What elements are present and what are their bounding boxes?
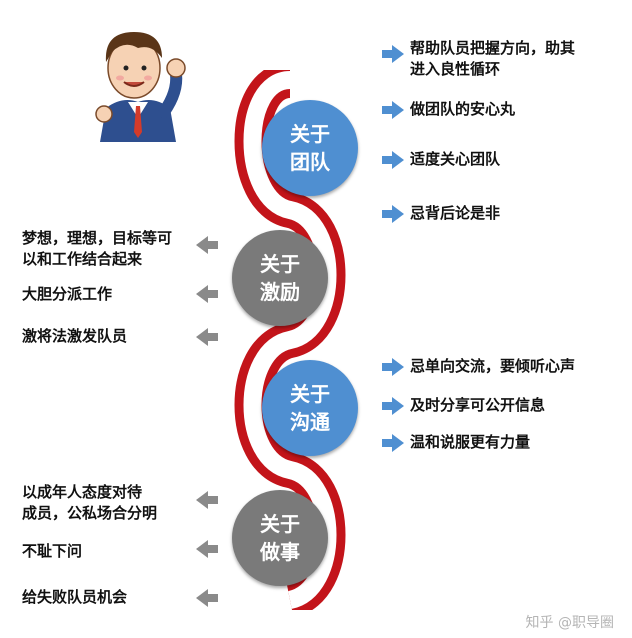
communication-item: 温和说服更有力量 [410,433,531,451]
work-item: 以成年人态度对待 成员，公私场合分明 [22,482,157,524]
team-item: 做团队的安心丸 [410,100,516,118]
arrow-left-icon [196,236,218,254]
section-title-line1: 关于 [260,252,300,276]
item-line: 以成年人态度对待 [22,483,143,501]
motivation-item: 大胆分派工作 [22,285,113,303]
item-line: 梦想，理想，目标等可 [22,229,173,247]
arrow-right-icon [382,151,404,169]
cartoon-businessman-icon [95,32,186,142]
section-work-circle: 关于 做事 [232,490,328,586]
arrow-right-icon [382,434,404,452]
item-line: 进入良性循环 [410,60,501,78]
team-item: 忌背后论是非 [410,204,501,222]
arrow-right-icon [382,45,404,63]
arrow-right-icon [382,205,404,223]
red-spine [234,70,346,610]
section-title-line2: 做事 [260,540,300,564]
section-title-line1: 关于 [260,512,300,536]
arrow-right-icon [382,358,404,376]
section-title-line1: 关于 [290,382,330,406]
arrow-left-icon [196,285,218,303]
arrow-left-icon [196,589,218,607]
section-communication-circle: 关于 沟通 [262,360,358,456]
team-item: 帮助队员把握方向，助其 进入良性循环 [410,38,575,80]
motivation-item: 激将法激发队员 [22,327,128,345]
section-title-line2: 沟通 [290,410,330,434]
arrow-right-icon [382,101,404,119]
item-line: 成员，公私场合分明 [22,504,158,522]
arrow-left-icon [196,328,218,346]
item-line: 帮助队员把握方向，助其 [410,39,576,57]
watermark: 知乎 @职导圈 [525,615,614,631]
section-team-circle: 关于 团队 [262,100,358,196]
section-motivation-circle: 关于 激励 [232,230,328,326]
work-item: 给失败队员机会 [22,588,128,606]
arrow-right-icon [382,397,404,415]
section-title-line2: 团队 [290,150,330,174]
arrow-left-icon [196,540,218,558]
communication-item: 忌单向交流，要倾听心声 [410,357,576,375]
section-title-line2: 激励 [260,280,300,304]
section-title-line1: 关于 [290,122,330,146]
arrow-left-icon [196,491,218,509]
communication-item: 及时分享可公开信息 [410,396,546,414]
team-item: 适度关心团队 [410,150,501,168]
work-item: 不耻下问 [22,542,83,560]
motivation-item: 梦想，理想，目标等可 以和工作结合起来 [22,228,172,270]
item-line: 以和工作结合起来 [22,250,143,268]
